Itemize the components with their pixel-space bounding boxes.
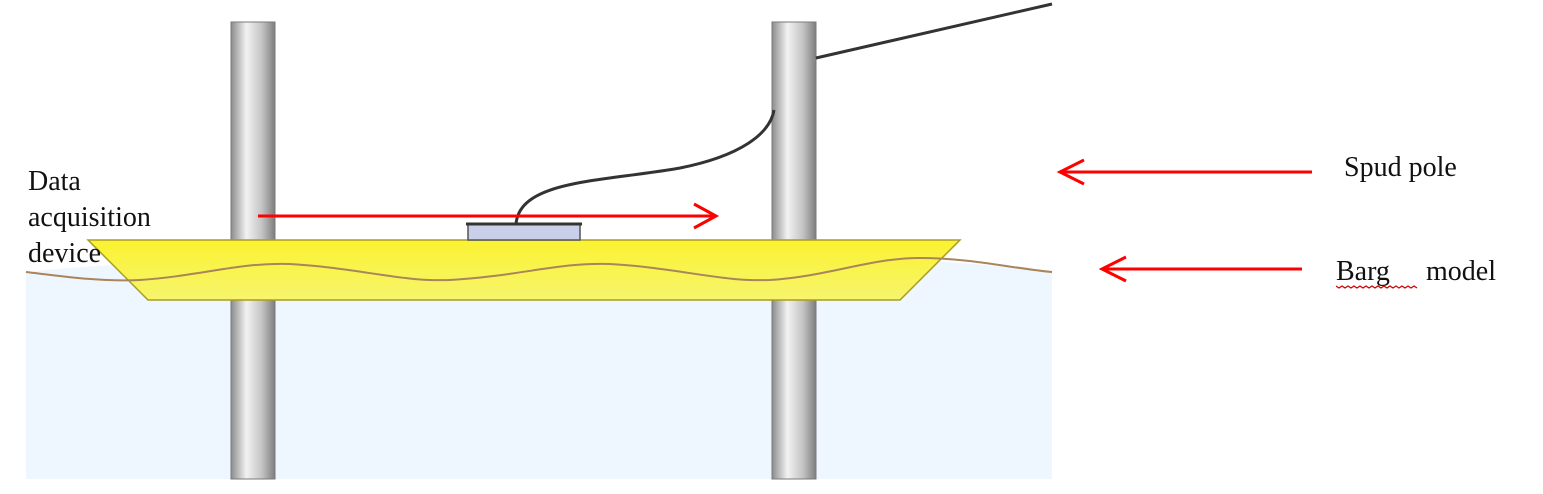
outgoing-cable [815, 2, 1053, 60]
label-device-line1: Data [28, 166, 81, 197]
data-acquisition-device [467, 223, 581, 241]
device-cable [514, 109, 776, 225]
arrow-to-device [258, 202, 720, 230]
label-barge-model: model [1426, 256, 1496, 287]
label-device-line2: acquisition [28, 202, 151, 233]
waterline-wave [25, 256, 1053, 282]
arrow-spud-pole [1056, 158, 1312, 186]
arrow-barge-model [1098, 255, 1302, 283]
spellcheck-underline [1335, 285, 1418, 289]
label-spud-pole: Spud pole [1344, 152, 1457, 183]
label-barge-word: Barg [1336, 256, 1390, 287]
label-device-line3: device [28, 238, 101, 269]
